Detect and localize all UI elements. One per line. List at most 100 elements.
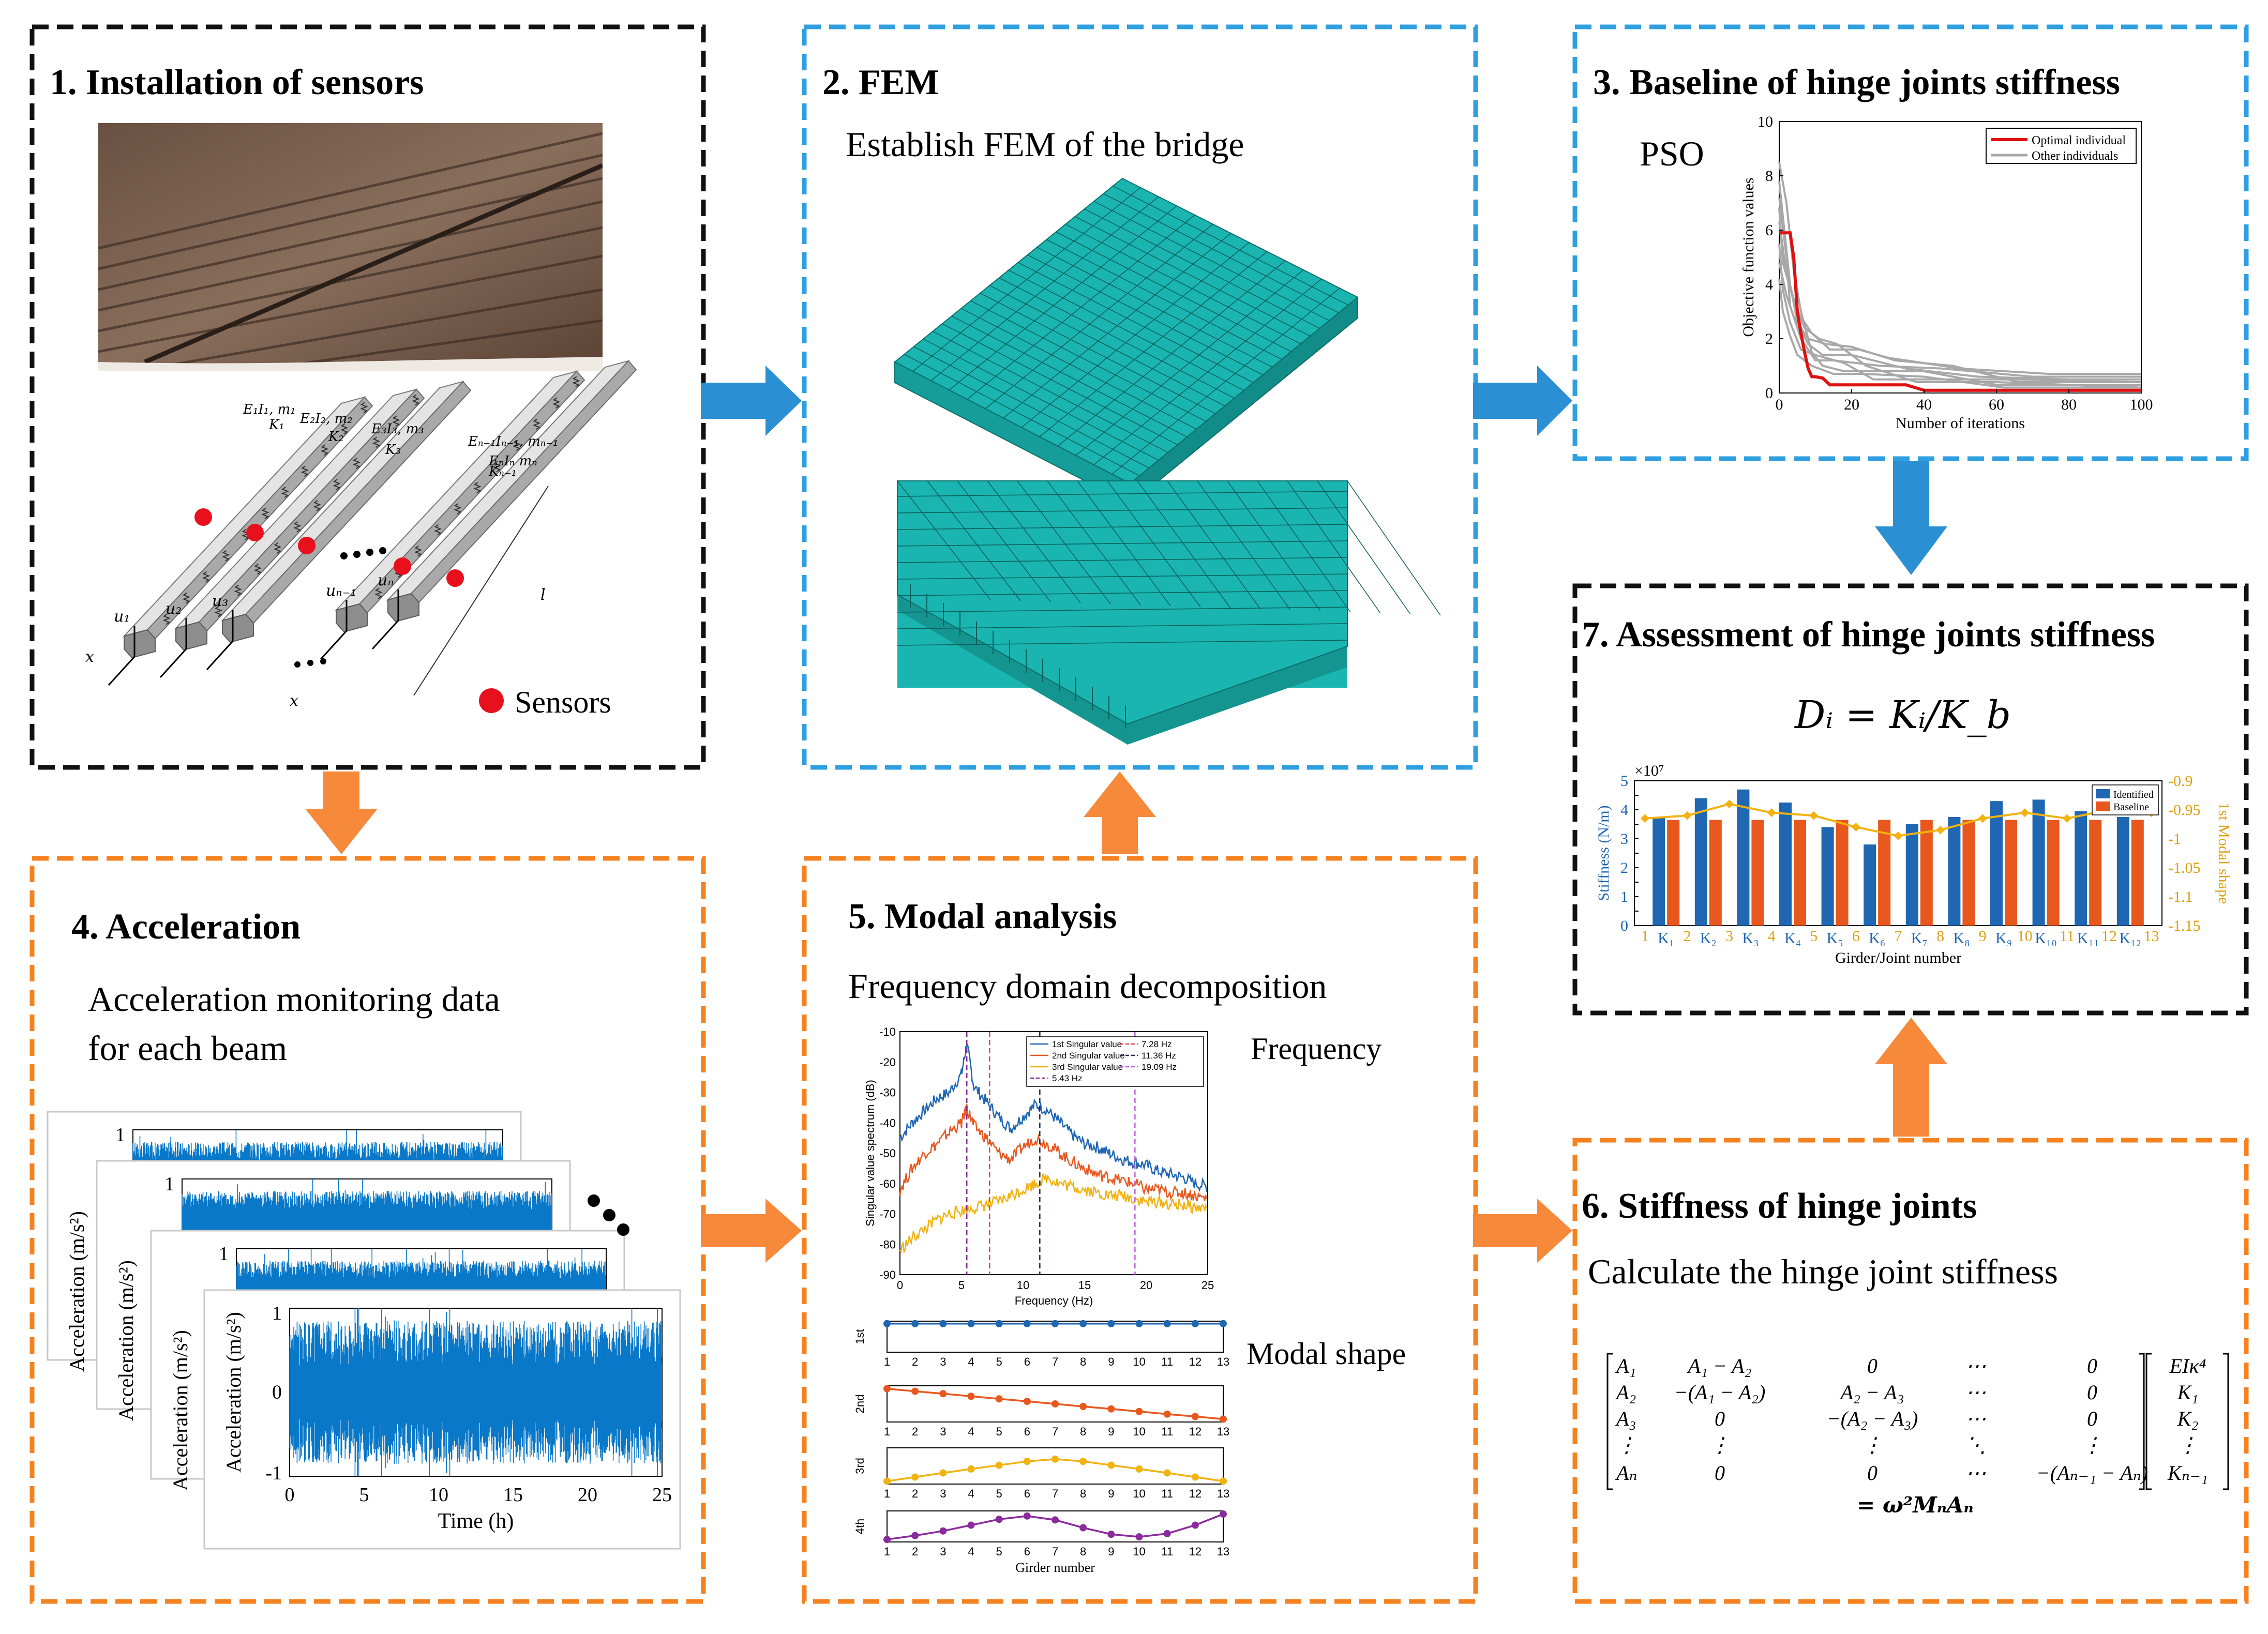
spring-symbol: [273, 542, 282, 554]
pso-plot-area: [1779, 121, 2142, 394]
panel-4-subtitle-1: Acceleration monitoring data: [88, 979, 500, 1019]
x-tick-label: 10: [1017, 1279, 1029, 1292]
mode-shape-marker: [1107, 1320, 1115, 1327]
fem-mesh-line: [932, 331, 1168, 453]
spring-symbol: [242, 529, 250, 540]
girder-tick-label: 3: [1725, 928, 1733, 945]
pso-label: PSO: [1640, 134, 1704, 173]
matrix-cell: A₁: [1615, 1354, 1636, 1378]
y-axis-label: Acceleration (m/s²): [114, 1260, 138, 1421]
matrix-cell: A₃: [1615, 1407, 1636, 1430]
y-tick-label: -10: [879, 1025, 896, 1038]
beam-end-face: [124, 629, 156, 659]
fem-mesh-line: [1107, 480, 1201, 608]
ellipsis-dot: [307, 660, 313, 666]
matrix-cell: ⋯: [1965, 1354, 1986, 1378]
matrix-cell: 0: [1715, 1461, 1725, 1485]
x-tick-label: 20: [1844, 396, 1859, 413]
mode-shape-marker: [939, 1320, 947, 1327]
spring-symbol: [374, 587, 383, 599]
arrow-5-to-6: [1473, 1199, 1572, 1263]
modal-shape-marker: [1978, 814, 1987, 823]
mode-shape-marker: [1135, 1533, 1143, 1541]
fem-mesh-line: [957, 480, 1051, 602]
vector-bracket-right: [2223, 1353, 2229, 1490]
y2-tick-label: -1.1: [2168, 888, 2193, 905]
mode-shape-marker: [1191, 1413, 1199, 1420]
mode-shape-marker: [1107, 1531, 1115, 1538]
matrix-cell: ⋯: [1965, 1461, 1986, 1485]
beam-property-label: Eₙ₋₁Iₙ₋₁, mₙ₋₁: [468, 434, 558, 449]
singular-value-line: [899, 1104, 1208, 1201]
fdd-legend-box: [1026, 1036, 1204, 1087]
x-arrow: [320, 630, 348, 660]
mode-row-label: 4th: [853, 1519, 866, 1535]
fem-mesh-line: [1347, 480, 1441, 616]
vector-cell: K₂: [2177, 1407, 2199, 1430]
fem-mesh-line: [1287, 480, 1381, 614]
y-tick-label: 10: [1758, 113, 1773, 130]
mode-shape-marker: [939, 1469, 947, 1477]
fem-mesh-line: [897, 590, 1348, 596]
mode-shape-marker: [967, 1320, 975, 1327]
y-tick-label: 3: [1620, 830, 1628, 848]
mode-shape-marker: [1052, 1320, 1059, 1327]
mode-shape-marker: [1163, 1469, 1171, 1477]
stiffness-k-label: Kₙ₋₁: [488, 464, 517, 479]
arrow-1-to-4: [305, 771, 378, 854]
fem-mesh-line: [1003, 233, 1231, 419]
y-tick-label: -90: [879, 1268, 896, 1281]
x-tick-label: 1: [884, 1487, 890, 1500]
y-tick-label: -20: [879, 1056, 896, 1069]
x-tick-label: 2: [912, 1425, 918, 1438]
spring-symbol: [333, 479, 341, 490]
panel-1-title: 1. Installation of sensors: [50, 63, 424, 102]
spring-symbol: [352, 458, 361, 470]
panel-3-title: 3. Baseline of hinge joints stiffness: [1593, 63, 2120, 102]
x-tick-label: 4: [968, 1355, 974, 1368]
mode-row-label: 1st: [853, 1329, 866, 1344]
beam-end-face: [175, 621, 207, 651]
bar-baseline: [2089, 820, 2102, 926]
fem-mesh-line: [942, 323, 1178, 445]
length-dimension-line: [413, 486, 549, 696]
x-tick-label: 3: [940, 1355, 946, 1368]
mode-shape-marker: [995, 1516, 1003, 1523]
matrix-cell: A₂: [1615, 1381, 1636, 1404]
spring-symbol: [320, 444, 329, 456]
panel-2-title: 2. FEM: [822, 63, 939, 102]
ellipsis-dot: [294, 661, 301, 668]
joint-tick-label: K₄: [1784, 930, 1801, 947]
beam-property-label: E₂I₂, m₂: [299, 411, 353, 427]
matrix-bracket-right: [2139, 1353, 2145, 1490]
fem-mesh-line: [1227, 480, 1321, 612]
x-tick-label: 100: [2130, 396, 2153, 413]
spring-symbol: [572, 376, 580, 388]
x-tick-label: 3: [940, 1545, 946, 1558]
x-tick-label: 5: [359, 1484, 369, 1506]
mode-shape-marker: [1079, 1402, 1087, 1410]
y-tick-label: 0: [1620, 917, 1628, 934]
spring-symbol: [234, 584, 242, 596]
fem-mesh-line: [1017, 480, 1111, 604]
x-tick-label: 8: [1080, 1545, 1086, 1558]
modal-shape-marker: [1725, 799, 1734, 809]
panel-6-border: [1572, 1138, 2249, 1604]
beam-end-face: [336, 603, 368, 633]
bar-baseline: [2005, 820, 2017, 926]
bar-baseline: [1667, 820, 1680, 926]
x-tick-label: 9: [1108, 1545, 1114, 1558]
frequency-label: Frequency: [1251, 1032, 1381, 1066]
girder-tick-label: 2: [1684, 928, 1691, 945]
y-tick-label: -1: [265, 1462, 282, 1484]
arrow-5-to-2: [1084, 771, 1156, 854]
fem-mesh-line: [1027, 254, 1264, 375]
mode-shape-marker: [1220, 1320, 1227, 1327]
mode-shape-marker: [1023, 1512, 1031, 1520]
y-tick-label: -60: [879, 1177, 896, 1190]
matrix-cell: 0: [2087, 1407, 2097, 1430]
x-tick-label: 12: [1189, 1487, 1201, 1500]
girder-tick-label: 4: [1768, 928, 1776, 945]
